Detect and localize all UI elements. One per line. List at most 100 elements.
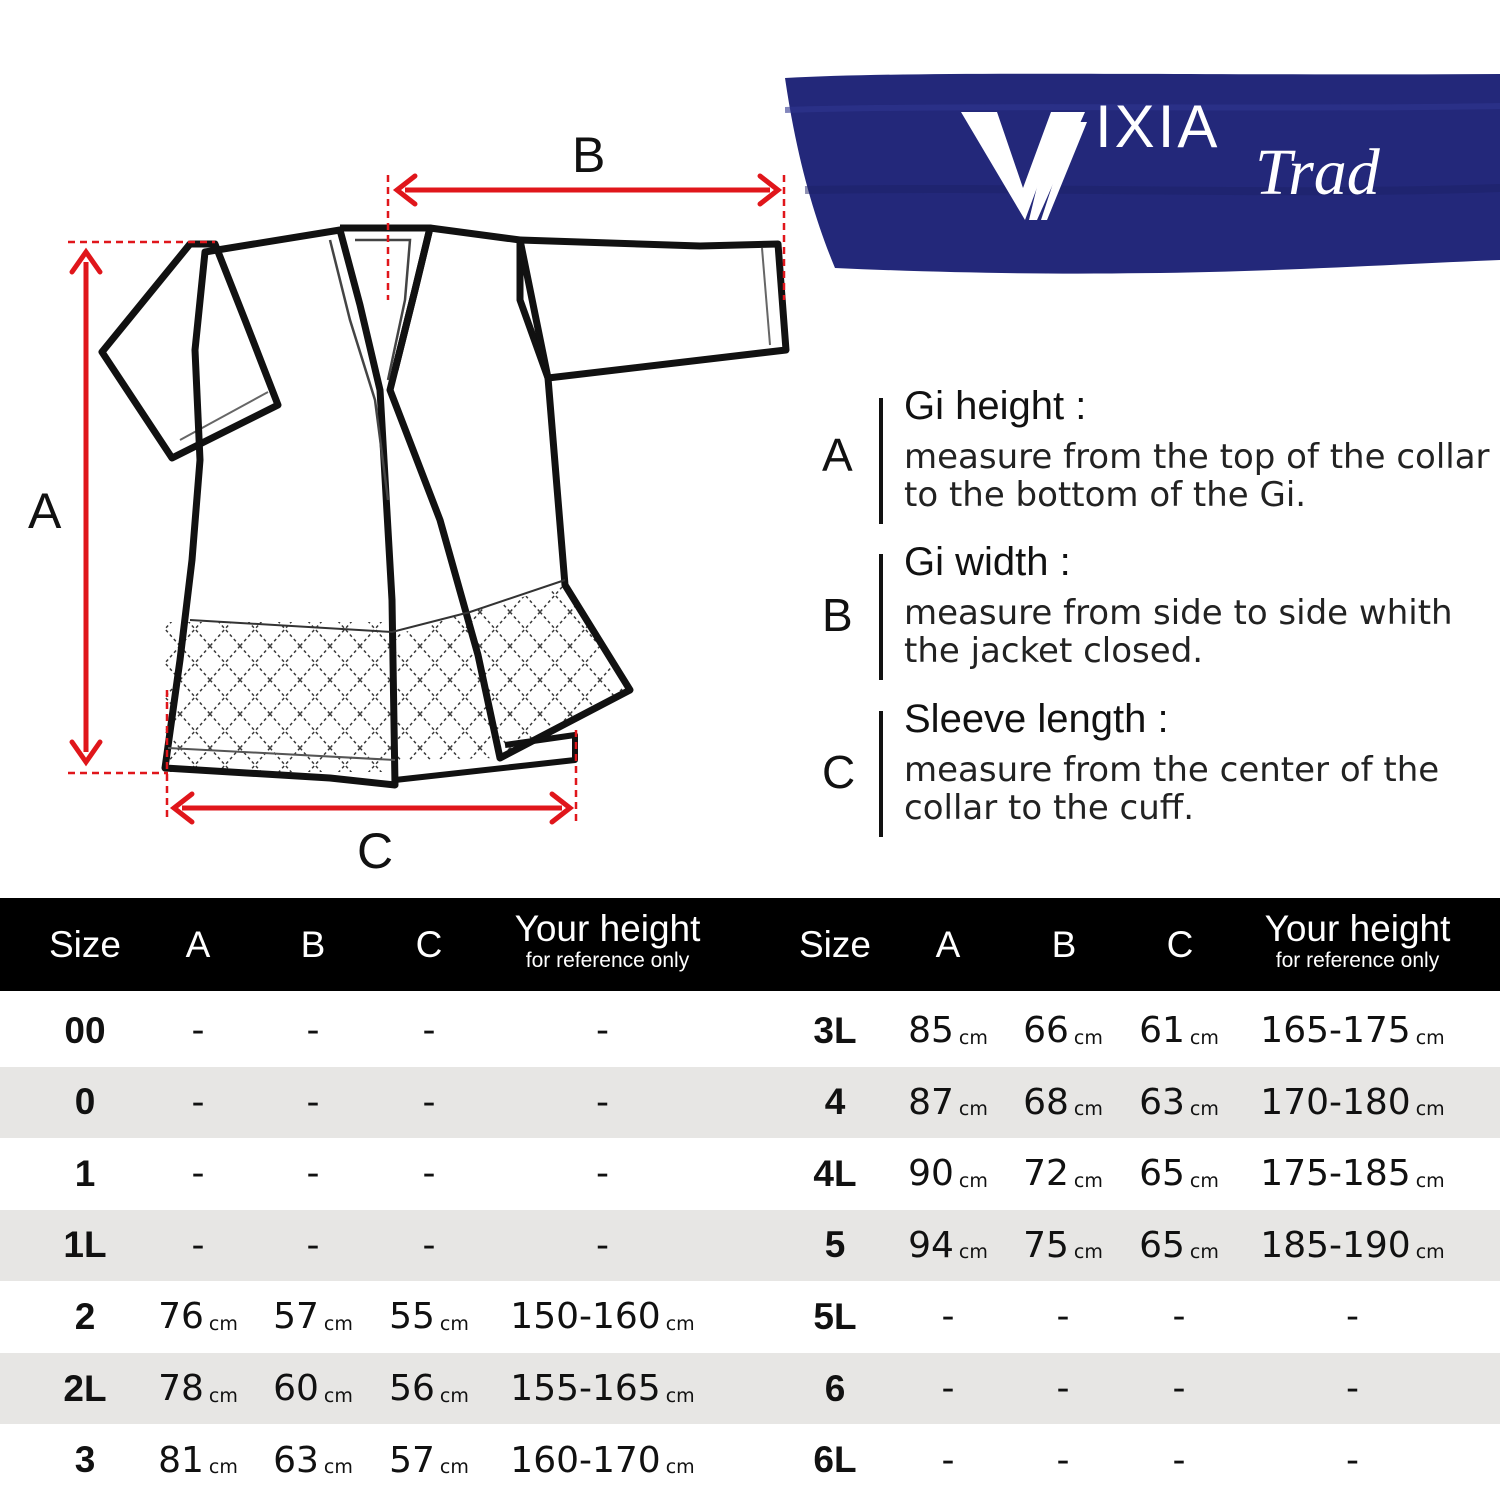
measurement-description: measure from the center of the collar to… [904, 750, 1440, 828]
brand-name: IXIA [1095, 93, 1221, 160]
cell-value: 85 [908, 1010, 954, 1051]
cell-height: - [480, 1067, 725, 1138]
cell-height: - [480, 1210, 725, 1281]
cell-value: 81 [158, 1439, 204, 1481]
dimension-a [68, 240, 215, 775]
cell-value: - [422, 1010, 436, 1051]
cell-value: - [191, 1224, 205, 1266]
cell-size: 00 [30, 995, 140, 1066]
header-size: Size [799, 923, 871, 965]
cell-value: 0 [74, 1081, 96, 1123]
cell-unit: cm [1073, 1098, 1103, 1121]
cell-value: 75 [1023, 1224, 1069, 1266]
cell-value: 6L [813, 1439, 857, 1481]
cell-value: - [1056, 1296, 1070, 1338]
cell-value: - [191, 1081, 205, 1123]
cell-value: - [941, 1368, 955, 1409]
cell-c: - [374, 995, 484, 1066]
cell-value: 90 [908, 1153, 954, 1195]
cell-height: - [480, 1138, 725, 1209]
cell-value: 5L [813, 1295, 857, 1337]
header-height-note: for reference only [1275, 949, 1440, 972]
dimension-b [386, 173, 786, 300]
cell-a: - [143, 1138, 253, 1209]
cell-value: 00 [64, 1009, 106, 1051]
cell-value: 61 [1139, 1010, 1185, 1051]
cell-value: 76 [158, 1296, 204, 1338]
cell-value: - [191, 1010, 205, 1051]
cell-unit: cm [208, 1456, 238, 1479]
cell-size: 2L [30, 1353, 140, 1424]
measurement-letter: A [822, 429, 853, 481]
cell-value: - [941, 1296, 955, 1338]
cell-b: - [258, 1138, 368, 1209]
dimension-label-a: A [28, 483, 62, 539]
cell-value: - [1172, 1439, 1186, 1481]
brand-banner [785, 73, 1500, 274]
cell-value: 3L [813, 1009, 857, 1051]
cell-value: 68 [1023, 1081, 1069, 1123]
header-height-note: for reference only [525, 949, 690, 972]
cell-b: - [258, 1067, 368, 1138]
cell-value: - [941, 1439, 955, 1481]
header-c: C [415, 923, 443, 965]
measurement-a: A Gi height : measure from the top of th… [822, 384, 1492, 524]
measurement-description: measure from side to side whith the jack… [904, 593, 1453, 671]
cell-unit: cm [439, 1384, 469, 1407]
cell-value: 1L [63, 1224, 107, 1266]
cell-unit: cm [1073, 1026, 1103, 1049]
cell-value: 65 [1139, 1153, 1185, 1195]
cell-value: 56 [389, 1368, 435, 1409]
cell-size: 5 [780, 1210, 890, 1281]
cell-b: - [258, 1210, 368, 1281]
cell-unit: cm [1189, 1169, 1219, 1192]
cell-value: 2L [63, 1367, 107, 1409]
measurement-title: Sleeve length : [904, 697, 1169, 741]
cell-value: 6 [824, 1367, 846, 1409]
measurement-divider [879, 398, 883, 524]
cell-value: - [191, 1153, 205, 1195]
cell-value: 55 [389, 1296, 435, 1338]
cell-size: 3 [30, 1425, 140, 1496]
cell-value: 170-180 [1260, 1081, 1411, 1123]
cell-value: 4L [813, 1152, 857, 1194]
cell-value: 57 [389, 1439, 435, 1481]
cell-value: - [596, 1224, 609, 1266]
cell-c: - [374, 1138, 484, 1209]
header-height: Your height for reference only [490, 898, 725, 991]
cell-unit: cm [323, 1456, 353, 1479]
cell-unit: cm [323, 1312, 353, 1335]
cell-value: 3 [74, 1439, 96, 1481]
cell-value: 65 [1139, 1224, 1185, 1266]
cell-a: - [893, 1281, 1003, 1352]
cell-height: - [1230, 1281, 1475, 1352]
cell-value: - [1172, 1296, 1186, 1338]
cell-unit: cm [323, 1384, 353, 1407]
cell-unit: cm [1189, 1098, 1219, 1121]
cell-unit: cm [1415, 1241, 1445, 1264]
cell-value: - [1056, 1439, 1070, 1481]
cell-size: 2 [30, 1281, 140, 1352]
cell-size: 6 [780, 1353, 890, 1424]
cell-value: - [422, 1153, 436, 1195]
measurement-title: Gi width : [904, 540, 1071, 584]
measurement-divider [879, 711, 883, 837]
cell-value: 1 [74, 1152, 96, 1194]
cell-a: - [893, 1353, 1003, 1424]
